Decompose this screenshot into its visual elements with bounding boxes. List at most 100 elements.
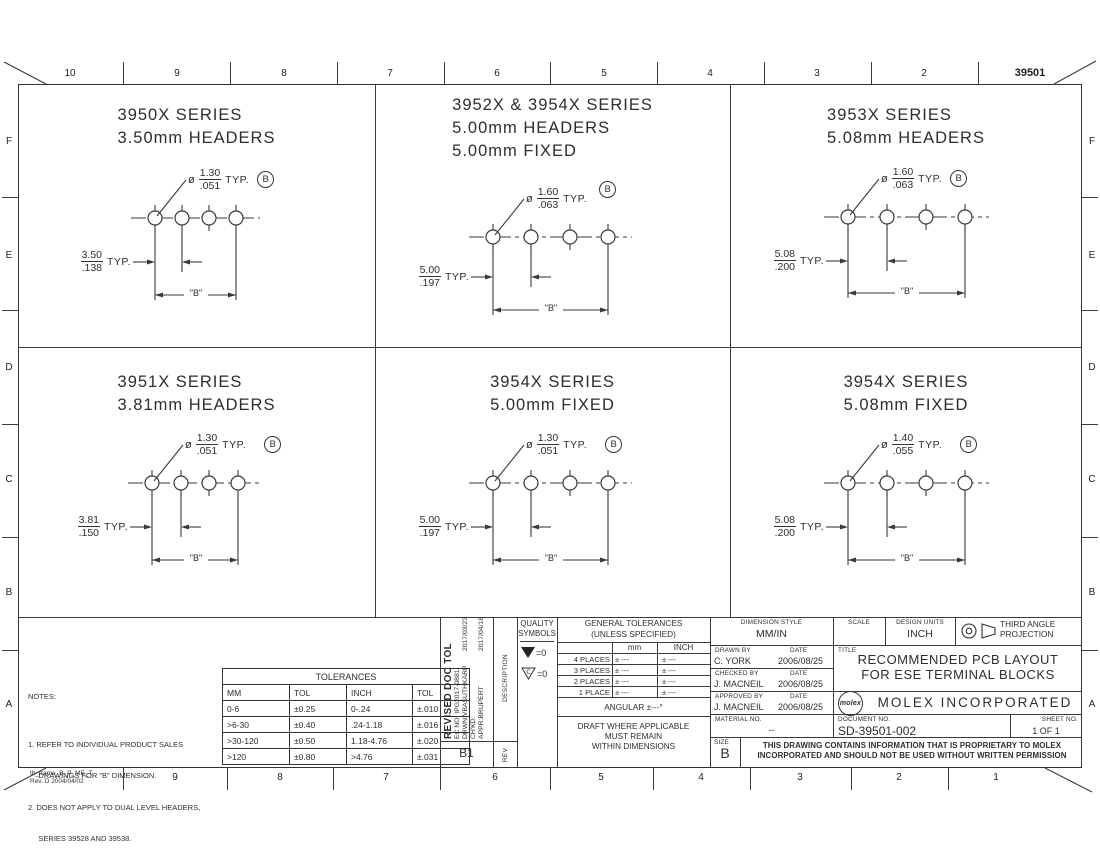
pcb-hole-diagram [824, 444, 989, 565]
pitch-fraction: 5.08.200 [773, 248, 797, 273]
checked-by-value: J. MACNEIL [714, 679, 764, 689]
span-b-label: "B" [895, 553, 919, 563]
gt-row-1-place: 1 PLACE± ---± --- [578, 688, 676, 697]
design-units-label: DESIGN UNITS [896, 619, 944, 626]
zone-col-top: 2 [921, 68, 927, 79]
zone-row-right: B [1088, 587, 1096, 598]
panel-3952x-3954x-series: 3952X & 3954X SERIES 5.00mm HEADERS 5.00… [375, 84, 730, 347]
document-no-value: SD-39501-002 [838, 724, 917, 738]
pitch-dimension: 3.81.150 TYP. [77, 514, 128, 539]
datum-b-symbol: B [264, 436, 282, 453]
col-header-inch: INCH [346, 684, 413, 701]
panel-title: 3950X SERIES 3.50mm HEADERS [117, 106, 276, 147]
panel-title: 3954X SERIES 5.08mm FIXED [843, 373, 969, 414]
revision-drawn: DRWN:VBASUTHKARP [462, 665, 469, 739]
zone-row-left: B [5, 587, 13, 598]
rev-column-header: REV [502, 747, 509, 763]
panel-title: 3952X & 3954X SERIES 5.00mm HEADERS 5.00… [452, 96, 653, 160]
panel-3950x-series: 3950X SERIES 3.50mm HEADERS ø 1.30.051 T… [18, 84, 375, 347]
zone-col-bottom: 9 [172, 772, 178, 783]
pcb-hole-diagram [469, 198, 632, 315]
datum-b-symbol: B [599, 181, 617, 198]
diameter-symbol: ø [881, 438, 888, 451]
revision-id: B1 [459, 746, 474, 760]
zone-row-right: A [1088, 699, 1096, 710]
checked-by-label: CHECKED BY [715, 670, 759, 677]
proprietary-notice: THIS DRAWING CONTAINS INFORMATION THAT I… [757, 741, 1067, 760]
document-no-label: DOCUMENT NO. [838, 716, 891, 723]
datum-b-symbol: B [605, 436, 623, 453]
third-angle-projection-icon [961, 623, 996, 639]
zone-col-bottom: 5 [598, 772, 604, 783]
drawn-date-value: 2006/08/25 [778, 656, 824, 666]
pitch-dimension: 5.00.197 TYP. [418, 264, 469, 289]
pitch-dimension: 5.00.197 TYP. [418, 514, 469, 539]
col-header-tol: TOL [289, 684, 347, 701]
drawn-by-label: DRAWN BY [715, 647, 751, 654]
panel-3954x-500-series: 3954X SERIES 5.00mm FIXED ø 1.30.051 TYP… [375, 347, 730, 617]
revision-description-cell: REVISED DOC TOL EC NO: IPG2017-0881 DRWN… [443, 617, 485, 739]
dimension-style-value: MM/IN [756, 628, 787, 640]
svg-text:C: C [526, 670, 531, 676]
diameter-fraction: 1.30.051 [195, 432, 219, 457]
diameter-fraction: 1.40.055 [891, 432, 915, 457]
pitch-fraction: 3.50.138 [80, 249, 104, 274]
tolerances-table: TOLERANCES MM TOL INCH TOL 0-6±0.25 0-.2… [222, 668, 470, 765]
date-label: DATE [790, 670, 808, 677]
quality-symbols-header: QUALITY SYMBOLS [518, 619, 556, 638]
pitch-fraction: 3.81.150 [77, 514, 101, 539]
hole-diameter-callout: ø 1.30.051 TYP. B [185, 432, 282, 457]
size-value: B [720, 745, 730, 761]
zone-col-bottom: 4 [698, 772, 704, 783]
hole-diameter-callout: ø 1.60.063 TYP. B [881, 166, 968, 191]
hole-diameter-callout: ø 1.30.051 TYP. B [188, 167, 275, 192]
zone-row-right: C [1088, 474, 1096, 485]
diameter-fraction: 1.30.051 [536, 432, 560, 457]
pcb-hole-diagram [131, 179, 260, 300]
zone-col-bottom: 1 [993, 772, 999, 783]
drawing-title: RECOMMENDED PCB LAYOUT FOR ESE TERMINAL … [857, 652, 1059, 682]
pitch-dimension: 3.50.138 TYP. [80, 249, 131, 274]
col-header-mm: MM [222, 684, 290, 701]
zone-col-bottom: 7 [383, 772, 389, 783]
design-units-value: INCH [907, 628, 933, 640]
c-triangle-icon: C [521, 667, 536, 680]
pitch-fraction: 5.00.197 [418, 514, 442, 539]
zone-col-bottom: 8 [277, 772, 283, 783]
panel-3954x-508-series: 3954X SERIES 5.08mm FIXED ø 1.40.055 TYP… [730, 347, 1082, 617]
zone-row-left: E [5, 250, 13, 261]
diameter-fraction: 1.60.063 [536, 186, 560, 211]
dimension-style-label: DIMENSION STYLE [740, 619, 803, 626]
size-label: SIZE [714, 739, 730, 746]
approved-date-value: 2006/08/25 [778, 702, 824, 712]
tolerances-title: TOLERANCES [222, 668, 470, 685]
hole-diameter-callout: ø 1.60.063 TYP. B [526, 181, 617, 211]
table-row: 0-6±0.25 0-.24±.010 [222, 700, 470, 717]
gt-angular: ANGULAR ±---° [604, 702, 663, 712]
sheet-no-value: 1 OF 1 [1032, 726, 1060, 736]
zone-col-top: 9 [174, 68, 180, 79]
notes-heading: NOTES: [28, 692, 56, 701]
revision-description: REVISED DOC TOL [443, 643, 454, 739]
gt-row-3-places: 3 PLACES± ---± --- [573, 666, 676, 675]
date-label: DATE [790, 693, 808, 700]
material-no-label: MATERIAL NO. [715, 716, 762, 723]
description-column-header: DESCRIPTION [502, 654, 509, 702]
approved-by-label: APPROVED BY [715, 693, 764, 700]
panel-title: 3951X SERIES 3.81mm HEADERS [117, 373, 276, 414]
zone-col-top: 5 [601, 68, 607, 79]
pitch-dimension: 5.08.200 TYP. [773, 248, 824, 273]
zone-col-top: 6 [494, 68, 500, 79]
pcb-hole-diagram [128, 444, 262, 565]
diameter-symbol: ø [881, 172, 888, 185]
diameter-symbol: ø [526, 438, 533, 451]
zone-col-bottom: 3 [797, 772, 803, 783]
span-b-label: "B" [184, 288, 208, 298]
drawing-number: 39501 [1014, 67, 1046, 79]
diameter-symbol: ø [188, 173, 195, 186]
revision-ec-no: EC NO: IPG2017-0881 [454, 669, 461, 739]
draft-note: DRAFT WHERE APPLICABLE MUST REMAIN WITHI… [577, 722, 690, 751]
revision-checked: CH'KD: [470, 716, 477, 739]
